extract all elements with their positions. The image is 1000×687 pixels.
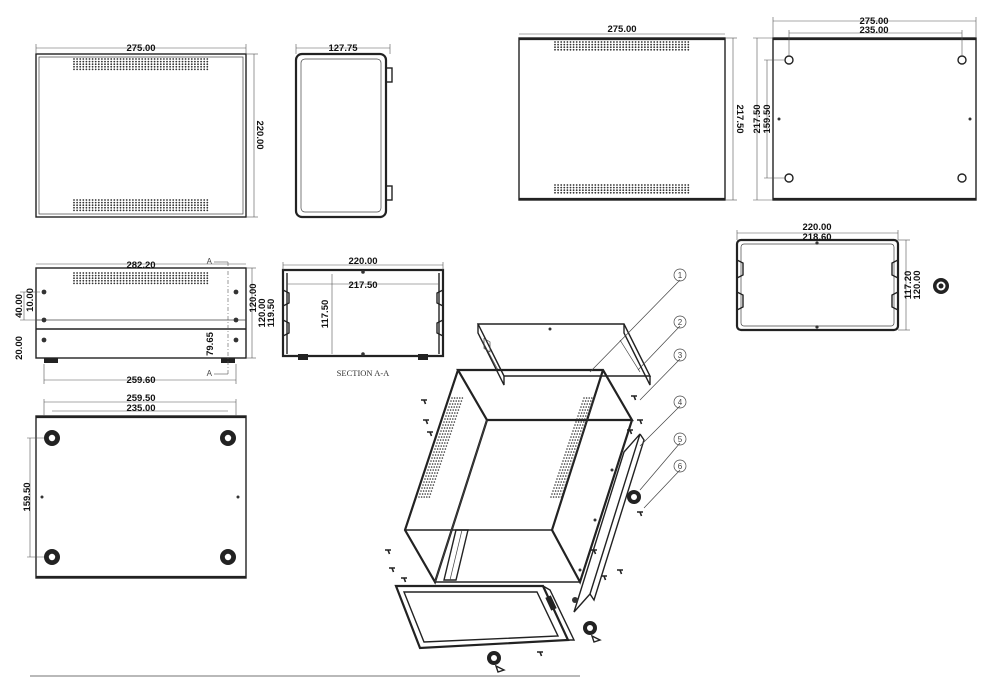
section-width-217: 217.50 xyxy=(348,280,377,291)
panel-width-220: 220.00 xyxy=(802,222,831,233)
elev-dim-79: 79.65 xyxy=(205,331,216,355)
vent-grille-right xyxy=(550,397,596,498)
bottom-height-159: 159.50 xyxy=(22,482,33,511)
svg-text:6: 6 xyxy=(678,462,683,471)
top-view-holes: 275.00 235.00 217.50 159.50 xyxy=(752,16,977,201)
part-bottom-rail xyxy=(443,529,469,581)
section-height-117: 117.50 xyxy=(320,300,331,329)
elev-top-width-dim: 282.20 xyxy=(126,260,155,271)
balloon-1: 1 xyxy=(673,268,687,282)
bottom-view: 259.50 235.00 159.50 xyxy=(22,393,247,579)
section-marker-top: A xyxy=(207,257,213,266)
vent-grille-top xyxy=(73,58,209,71)
screw xyxy=(601,575,607,581)
elev-bottom-width-dim: 259.60 xyxy=(126,375,155,386)
top-a-height-dim: 217.50 xyxy=(734,104,745,133)
screw xyxy=(637,511,643,517)
screw xyxy=(637,419,643,425)
part-front-panel xyxy=(394,584,576,650)
front-width-dim: 275.00 xyxy=(126,43,155,54)
top-b-outer-height-dim: 217.50 xyxy=(752,104,763,133)
front-height-dim: 220.00 xyxy=(254,120,265,149)
screw xyxy=(537,651,543,657)
part-screws xyxy=(385,395,643,657)
end-panel-view: 220.00 218.60 117.20 120.00 xyxy=(735,222,949,332)
svg-text:1: 1 xyxy=(678,271,683,280)
elev-dim-20: 20.00 xyxy=(14,336,25,360)
part-side-rail xyxy=(572,433,645,613)
svg-text:4: 4 xyxy=(678,398,683,407)
screw xyxy=(423,419,429,425)
balloon-5: 5 xyxy=(673,432,687,446)
screw xyxy=(401,577,407,583)
svg-text:2: 2 xyxy=(678,318,683,327)
part-balloons: 1 2 3 4 5 6 xyxy=(589,268,687,509)
balloon-4: 4 xyxy=(673,395,687,409)
section-width-220: 220.00 xyxy=(348,256,377,267)
front-elevation-view: A A 282.20 259.60 40.00 10.00 20.00 79.6… xyxy=(14,257,277,386)
panel-height-120: 120.00 xyxy=(912,270,923,299)
screw xyxy=(631,395,637,401)
balloon-3: 3 xyxy=(673,348,687,362)
side-view: 127.75 xyxy=(294,43,393,219)
section-marker-bottom: A xyxy=(207,369,213,378)
elev-dim-40: 40.00 xyxy=(14,294,25,318)
elev-dim-10: 10.00 xyxy=(25,288,36,312)
panel-width-218: 218.60 xyxy=(802,232,831,243)
exploded-isometric-view: 1 2 3 4 5 6 xyxy=(385,268,687,673)
top-a-width-dim: 275.00 xyxy=(607,24,636,35)
elev-height-120b: 120.00 xyxy=(257,298,268,327)
screw xyxy=(421,399,427,405)
part-main-shell xyxy=(403,368,634,585)
side-depth-dim: 127.75 xyxy=(328,43,358,54)
screw xyxy=(627,429,633,435)
elev-height-120: 120.00 xyxy=(248,283,259,312)
screw xyxy=(591,549,597,555)
vent-grille-top xyxy=(554,41,690,51)
front-view: 275.00 220.00 xyxy=(35,43,265,218)
vent-grille-bottom xyxy=(554,184,690,194)
top-b-hole-width-dim: 235.00 xyxy=(859,25,888,36)
svg-text:5: 5 xyxy=(678,435,683,444)
screw xyxy=(427,431,433,437)
screw xyxy=(389,567,395,573)
section-a-a-view: 220.00 217.50 117.50 SECTION A-A xyxy=(281,256,445,378)
vent-grille-bottom xyxy=(73,199,209,212)
part-top-channel xyxy=(476,323,652,386)
top-b-hole-height-dim: 159.50 xyxy=(762,104,773,133)
part-feet xyxy=(487,490,641,673)
section-title: SECTION A-A xyxy=(337,368,391,378)
top-view-vented: 275.00 217.50 xyxy=(518,24,745,201)
vent-grille-left xyxy=(418,397,464,498)
elev-height-119: 119.50 xyxy=(266,299,277,328)
screw xyxy=(617,569,623,575)
svg-text:3: 3 xyxy=(678,351,683,360)
balloon-6: 6 xyxy=(673,459,687,473)
panel-height-117: 117.20 xyxy=(903,271,914,300)
bottom-width-235: 235.00 xyxy=(126,403,155,414)
bottom-width-259: 259.50 xyxy=(126,393,155,404)
top-b-outer-width-dim: 275.00 xyxy=(859,16,888,27)
vent-grille xyxy=(73,272,209,285)
balloon-2: 2 xyxy=(673,315,687,329)
screw xyxy=(385,549,391,555)
